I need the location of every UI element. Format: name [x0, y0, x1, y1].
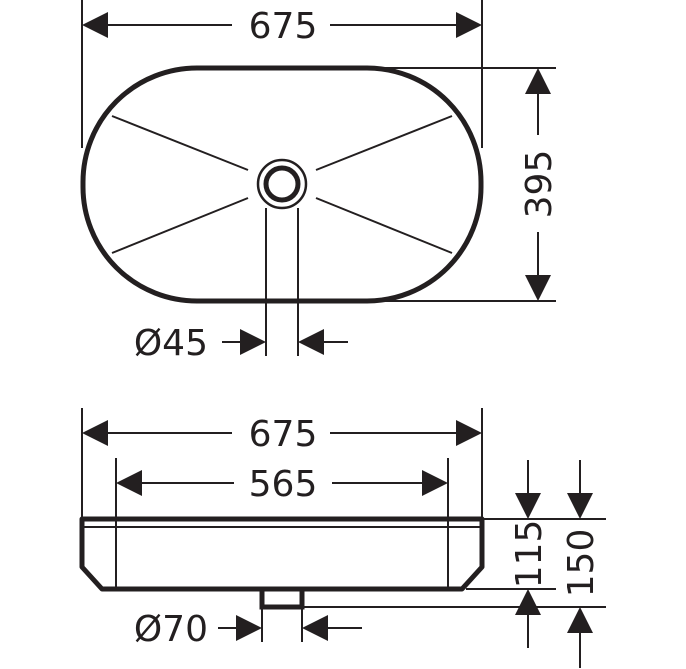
depth-dimension: 115	[509, 460, 550, 648]
top-width-label: 675	[249, 6, 318, 47]
top-width-dimension: 675	[81, 0, 483, 148]
side-inner-width-dimension: 565	[115, 458, 449, 590]
side-width-label: 675	[249, 414, 318, 455]
total-height-label: 150	[561, 529, 602, 598]
total-height-dimension: 150	[561, 460, 602, 668]
top-height-dimension: 395	[382, 67, 560, 302]
outlet-diameter-label: Ø70	[134, 609, 208, 650]
side-inner-width-label: 565	[249, 464, 318, 505]
top-height-label: 395	[519, 150, 560, 219]
drain-diameter-dimension: Ø45	[134, 323, 348, 364]
drain-diameter-label: Ø45	[134, 323, 208, 364]
depth-label: 115	[509, 520, 550, 589]
basin-outline-top	[80, 65, 484, 304]
basin-outline-side	[79, 516, 485, 592]
side-view: 675 565 115	[79, 408, 606, 668]
outlet-diameter-dimension: Ø70	[134, 609, 362, 650]
outlet-side	[259, 589, 305, 610]
basin-slope-lines	[111, 115, 453, 254]
drain-top	[256, 158, 308, 356]
side-width-dimension: 675	[81, 408, 483, 518]
top-view: 675 395	[80, 0, 560, 364]
